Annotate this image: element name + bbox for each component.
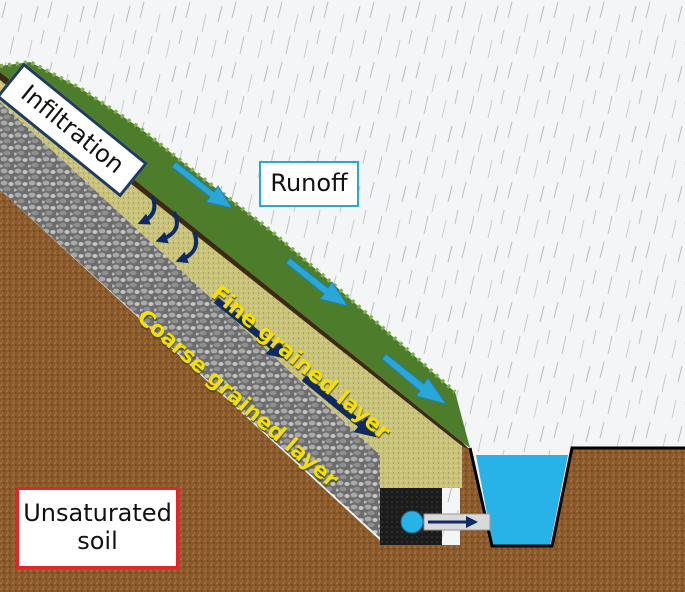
ditch-water <box>476 455 568 546</box>
infiltration-arrows <box>137 195 199 264</box>
flow-arrow-icon <box>301 375 377 438</box>
grass-blades <box>0 59 457 394</box>
unsaturated-text-line1: Unsaturated <box>23 499 172 528</box>
unsaturated-text-line2: soil <box>77 527 118 555</box>
infiltration-arrow-icon <box>155 211 179 244</box>
runoff-label: Runoff <box>259 161 359 207</box>
runoff-text: Runoff <box>270 169 348 198</box>
runoff-arrow-icon <box>171 161 234 209</box>
flow-arrow-icon <box>213 297 289 360</box>
runoff-arrows <box>171 161 448 405</box>
coarse-grained-layer <box>0 102 388 545</box>
subsurface-flow-arrows <box>213 297 377 438</box>
drain-pipe-icon <box>400 510 424 534</box>
unsaturated-soil-label: Unsaturated soil <box>16 487 179 569</box>
ditch-outline <box>468 446 685 548</box>
infiltration-arrow-icon <box>137 195 157 225</box>
infiltration-arrow-icon <box>175 231 199 264</box>
runoff-arrow-icon <box>381 353 448 405</box>
runoff-arrow-icon <box>285 257 350 307</box>
